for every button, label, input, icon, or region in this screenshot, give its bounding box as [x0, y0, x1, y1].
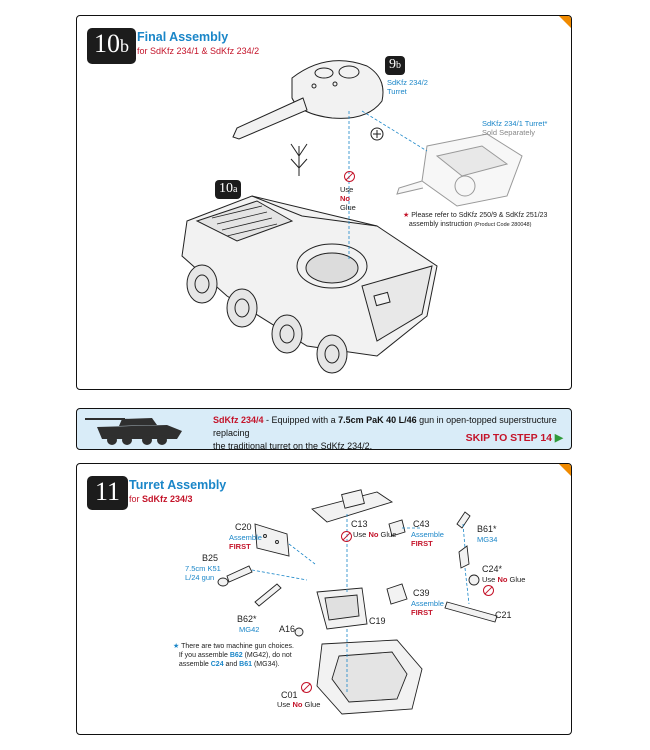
no-glue-icon	[341, 531, 352, 542]
skip-to-step-14-link[interactable]: SKIP TO STEP 14 ▶	[465, 432, 563, 444]
no-glue-icon	[301, 682, 312, 693]
part-c19-label: C19	[369, 616, 386, 626]
arrow-right-icon: ▶	[554, 432, 563, 444]
part-b25-label: B25	[202, 553, 219, 563]
step-badge: 10b	[87, 28, 136, 64]
vehicle-silhouette-icon	[85, 418, 182, 445]
no-glue-icon	[344, 171, 355, 182]
machine-gun-note: ★ There are two machine gun choices. If …	[173, 643, 294, 668]
alt-turret-label: SdKfz 234/1 Turret* Sold Separately	[482, 119, 548, 137]
part-c39-label: C39	[413, 588, 430, 598]
no-glue-icon	[483, 585, 494, 596]
corner-tab	[559, 464, 571, 476]
sub-step-10a-badge: 10a	[215, 180, 242, 199]
vehicle-illustration	[181, 60, 523, 374]
part-c01-note: Use No Glue	[277, 700, 321, 709]
banner-text: SdKfz 234/4 - Equipped with a 7.5cm PaK …	[213, 415, 557, 450]
reference-note: ★ Please refer to SdKfz 250/9 & SdKfz 25…	[403, 212, 548, 228]
step-title: Turret Assembly	[129, 478, 227, 492]
part-c20-label: C20	[235, 522, 252, 532]
corner-tab	[559, 16, 571, 28]
part-b61-note: MG34	[477, 535, 498, 544]
part-c13-note: Use No Glue	[353, 530, 397, 539]
part-b62-label: B62*	[237, 614, 257, 624]
part-b61-label: B61*	[477, 524, 497, 534]
step-subtitle: for SdKfz 234/1 & SdKfz 234/2	[137, 46, 260, 56]
sub-step-9b-badge: 9b	[385, 56, 405, 75]
step-badge: 11	[87, 476, 129, 510]
step-10b-panel: 10b Final Assembly for SdKfz 234/1 & SdK…	[76, 15, 572, 390]
part-c21-label: C21	[495, 610, 512, 620]
part-c01-label: C01	[281, 690, 298, 700]
use-no-glue-label: Use No Glue	[340, 185, 356, 212]
part-c43-label: C43	[413, 519, 430, 529]
part-c24-note: Use No Glue	[482, 575, 526, 584]
part-a16-label: A16	[279, 624, 296, 634]
part-c13-label: C13	[351, 519, 368, 529]
turret-parts-illustration	[217, 489, 498, 715]
step-title: Final Assembly	[137, 30, 229, 44]
part-c24-label: C24*	[482, 564, 503, 574]
step-11-panel: 11 Turret Assembly for SdKfz 234/3	[76, 463, 572, 735]
step-subtitle: for SdKfz 234/3	[129, 494, 193, 504]
sdkfz-234-4-banner: SdKfz 234/4 - Equipped with a 7.5cm PaK …	[76, 408, 572, 450]
part-b62-note: MG42	[239, 625, 260, 634]
